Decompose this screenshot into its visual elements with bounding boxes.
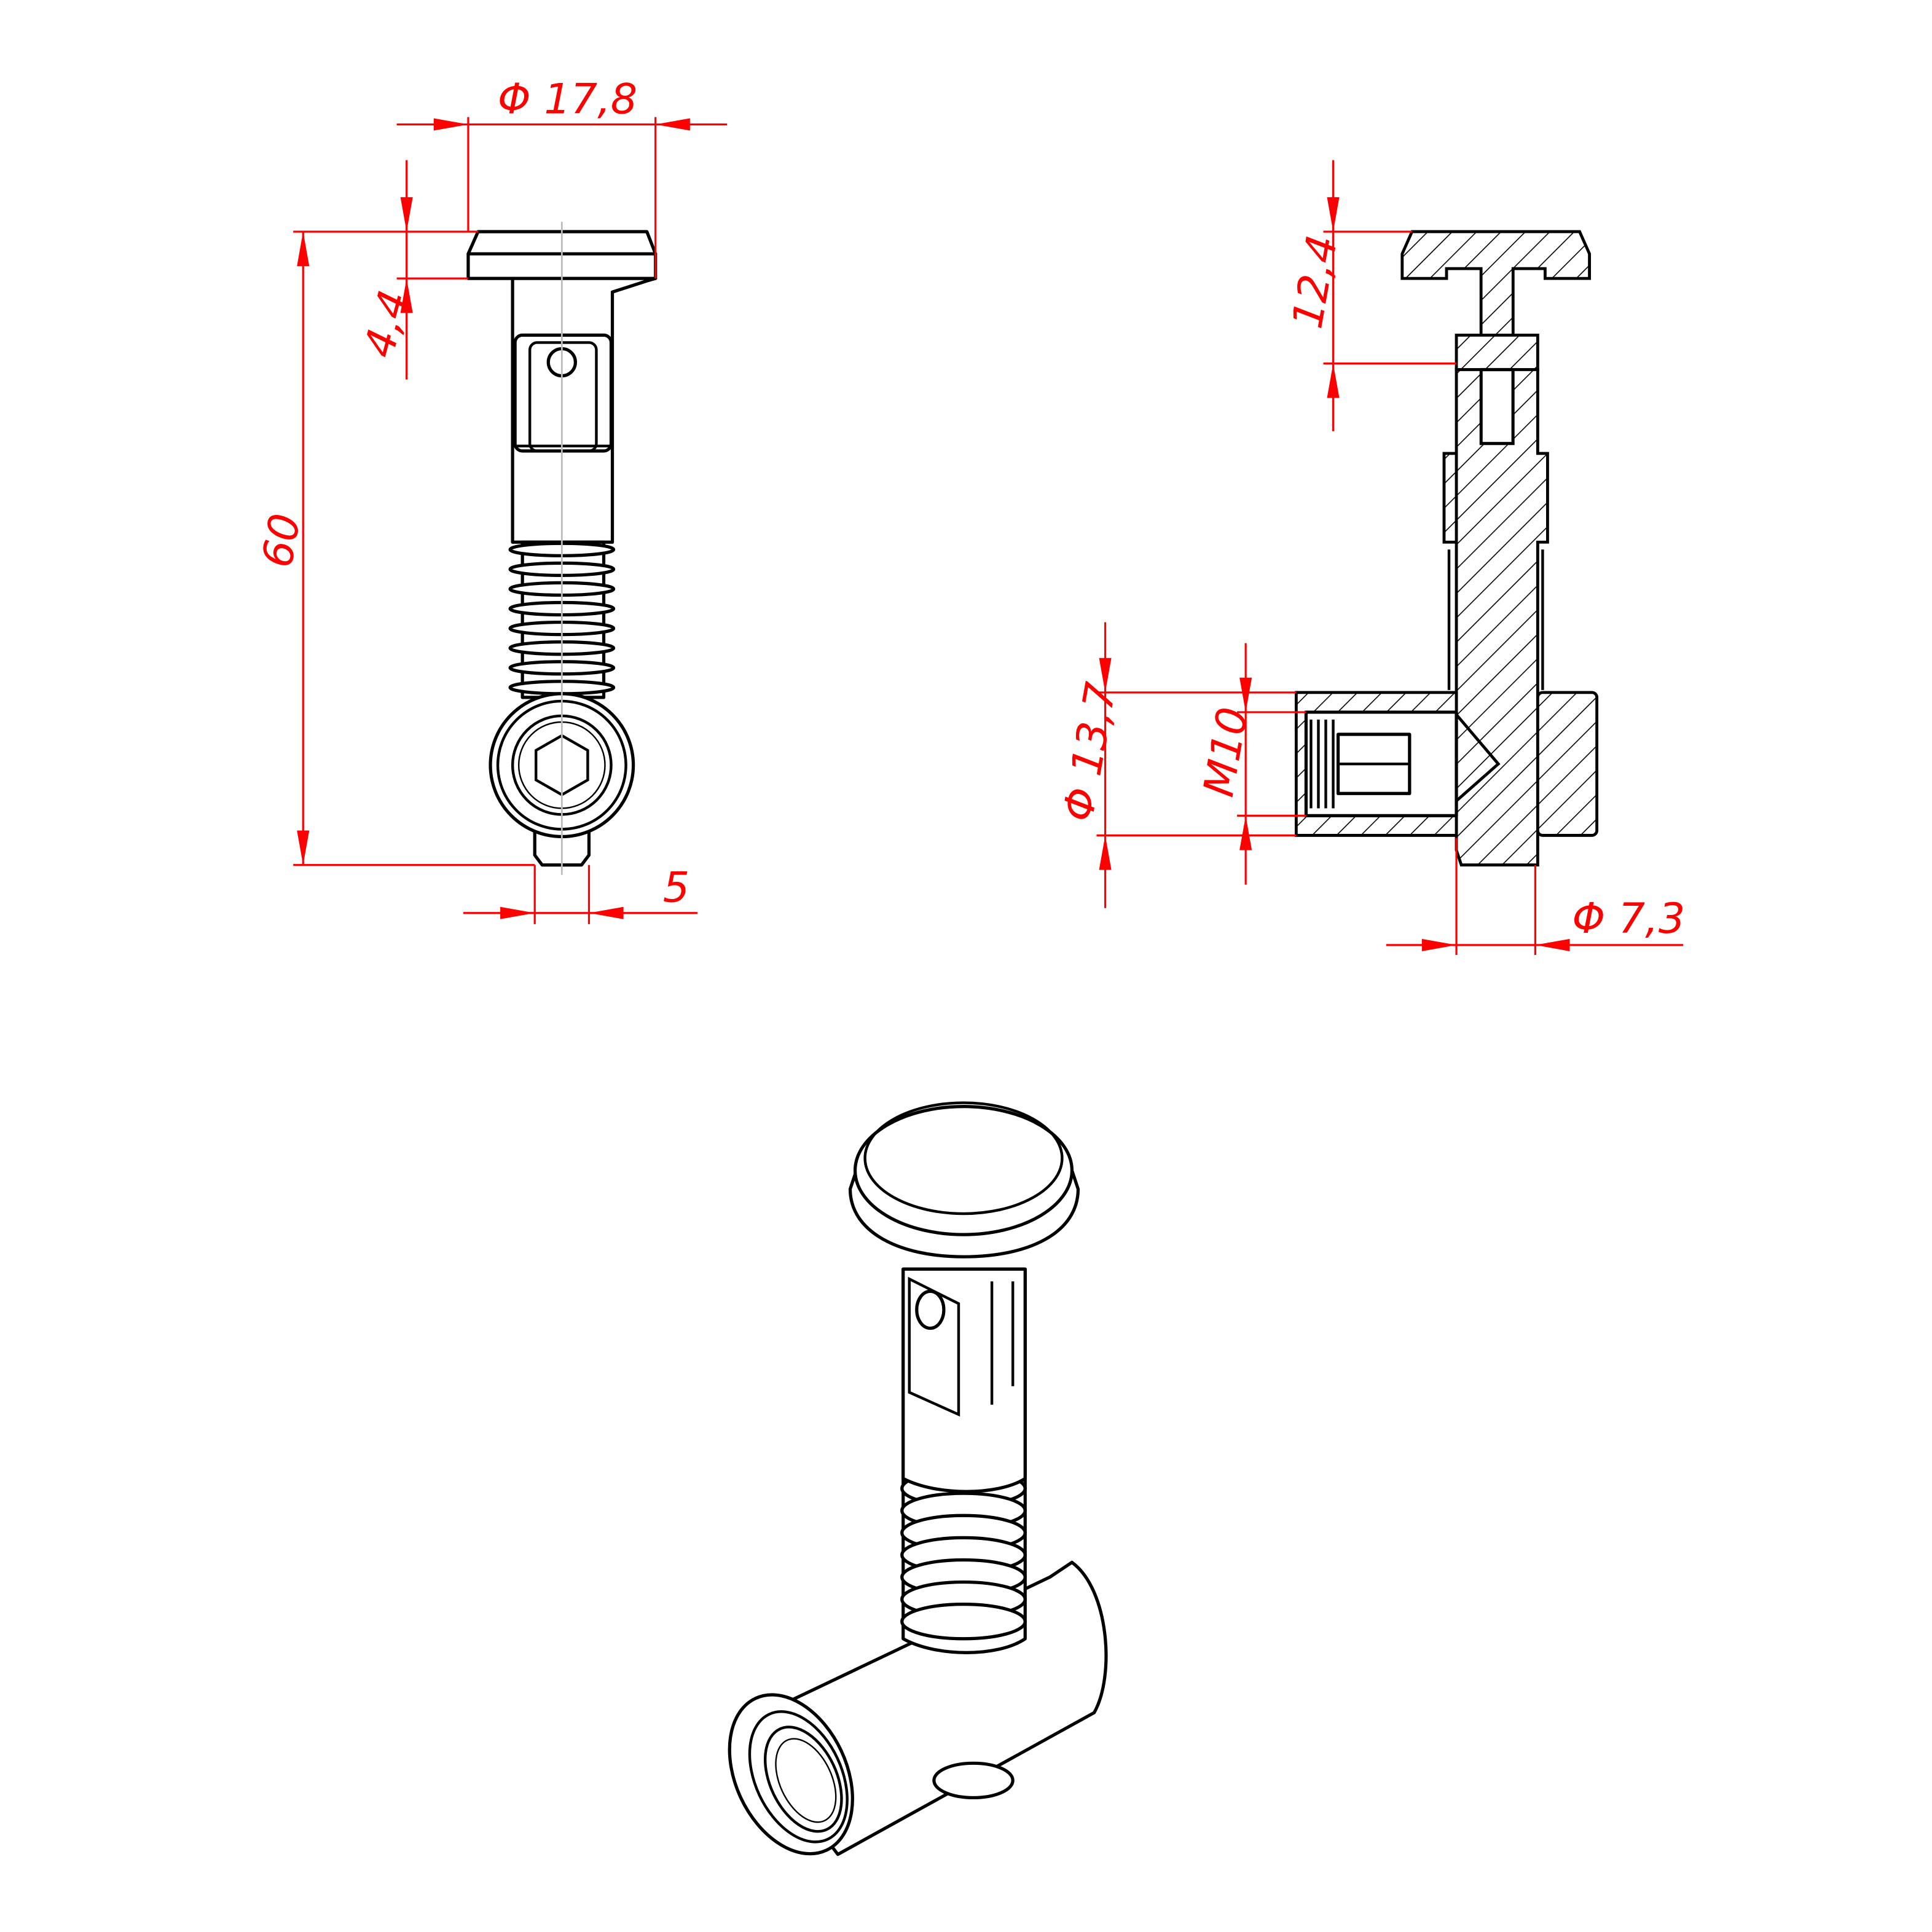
dim-thread: M10: [1195, 704, 1258, 800]
dim-head-to-pin: 12,4: [1283, 232, 1347, 332]
dim-body-diameter: Φ 13,7: [1054, 679, 1126, 825]
dim-head-diameter: Φ 17,8: [498, 75, 637, 124]
dim-head-height: 4,4: [355, 286, 419, 363]
section-view: [1294, 230, 1599, 866]
iso-spring-coils: [900, 1469, 1027, 1641]
thread-lines: [1310, 719, 1335, 809]
dim-pin-diameter: Φ 7,3: [1573, 895, 1686, 943]
dim-overall-length: 60: [253, 510, 310, 571]
front-view-dimensions: Φ 17,8 4,4 60 5: [253, 75, 728, 924]
isometric-view: [728, 1101, 1108, 1856]
front-view: [466, 221, 658, 875]
dim-tip-width: 5: [663, 864, 689, 913]
spring-section: [1447, 549, 1544, 690]
